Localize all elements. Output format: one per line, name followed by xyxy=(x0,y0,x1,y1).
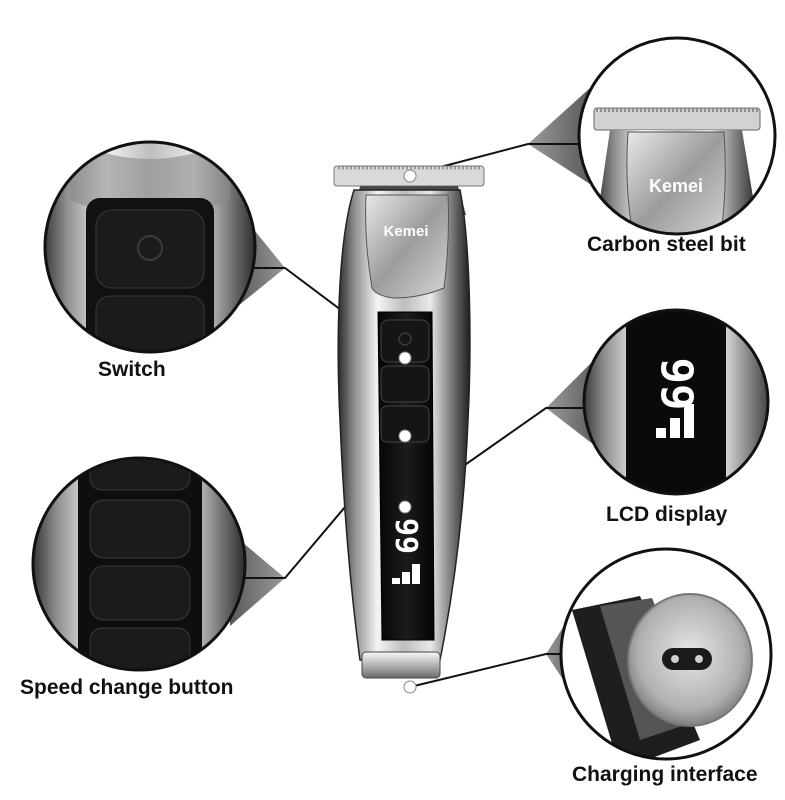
speed-up-button[interactable] xyxy=(380,365,430,403)
trimmer: Kemei 99 xyxy=(333,165,485,694)
zoom-circle-speed xyxy=(31,456,247,672)
zoom-circle-switch xyxy=(43,140,257,354)
zoom-circle-lcd: 99 xyxy=(582,308,770,496)
zoom-circle-charging xyxy=(559,547,773,761)
charging-port-icon xyxy=(662,648,712,670)
zoom-circle-carbon: Kemei xyxy=(577,36,777,236)
cone-lcd xyxy=(546,356,598,448)
cone-carbon xyxy=(528,88,590,184)
anchor-dot-switch xyxy=(398,351,412,365)
speed-bars-icon xyxy=(656,404,694,438)
anchor-dot-lcd xyxy=(398,500,412,514)
label-switch: Switch xyxy=(98,358,166,381)
anchor-dot-speed xyxy=(398,429,412,443)
speed-bars-icon xyxy=(392,564,420,584)
label-carbon-steel-bit: Carbon steel bit xyxy=(587,233,746,256)
power-icon xyxy=(137,235,163,261)
leader-line-carbon xyxy=(409,143,590,176)
anchor-dot-carbon xyxy=(403,169,417,183)
power-icon xyxy=(398,332,412,346)
lcd-value-zoom: 99 xyxy=(651,358,702,411)
lcd-value: 99 xyxy=(388,518,423,554)
bottom-cap xyxy=(361,651,441,679)
anchor-dot-charging xyxy=(403,680,417,694)
label-lcd-display: LCD display xyxy=(606,503,728,526)
lcd-screen: 99 xyxy=(388,518,423,584)
brand-logo-zoom: Kemei xyxy=(649,176,703,196)
label-charging-interface: Charging interface xyxy=(572,763,758,786)
label-speed-change-button: Speed change button xyxy=(20,676,234,699)
head-plate xyxy=(365,194,449,299)
brand-logo: Kemei xyxy=(383,223,428,240)
